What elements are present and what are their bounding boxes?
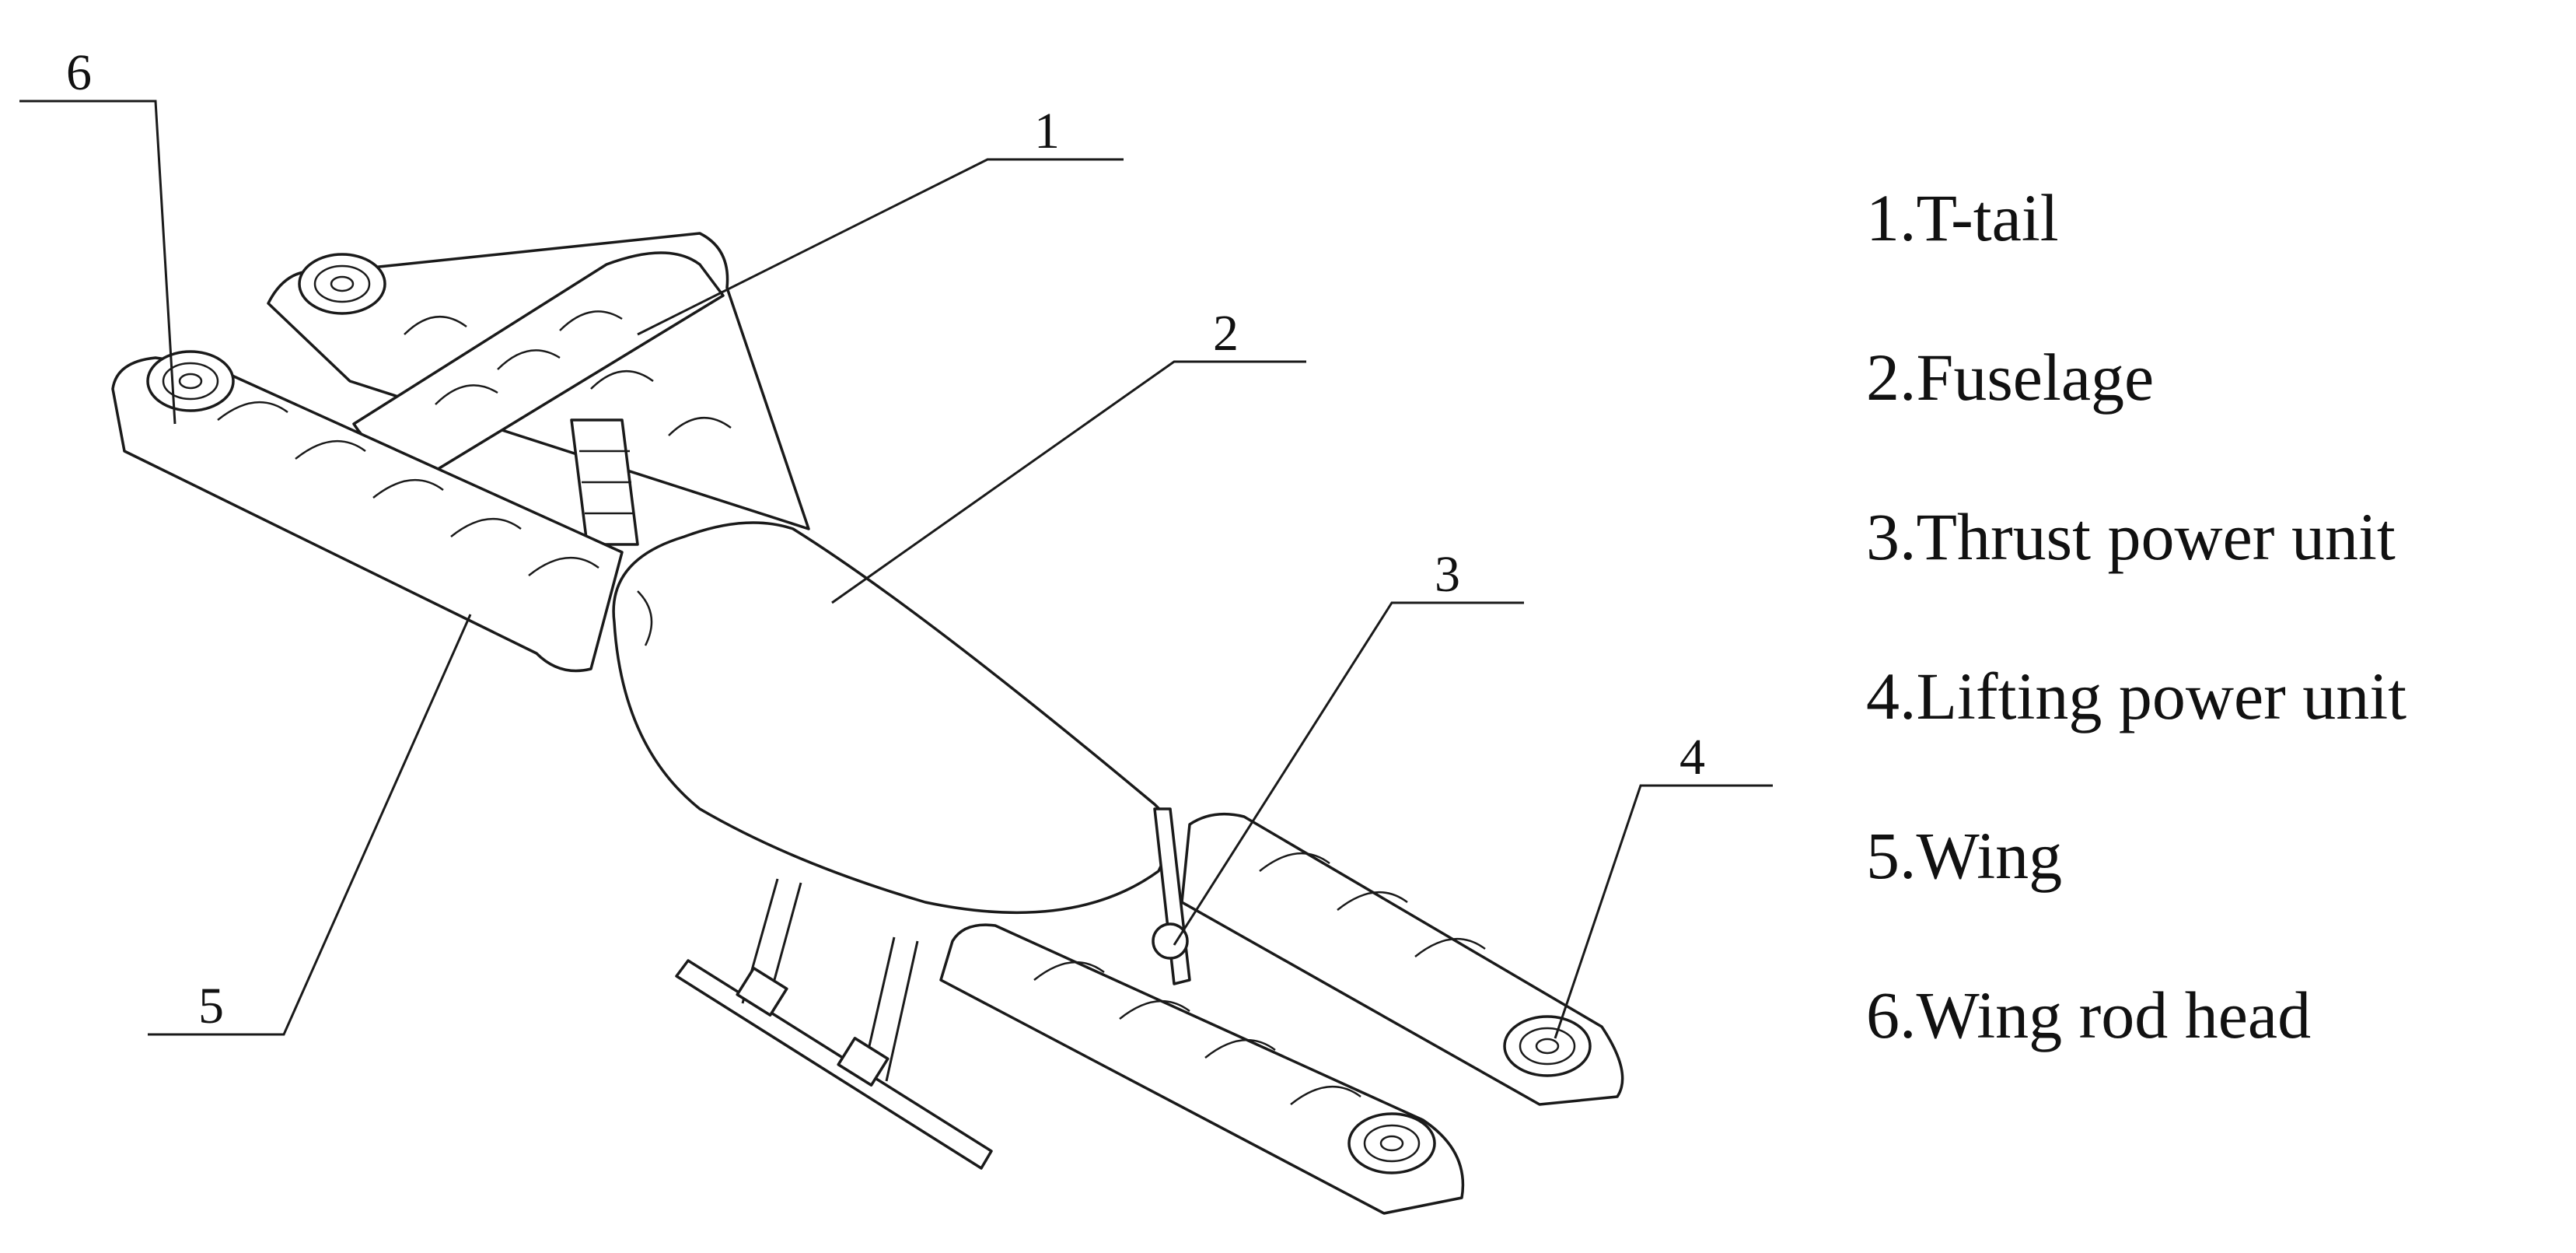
legend-item-lifting-power-unit: 4.Lifting power unit: [1866, 659, 2407, 733]
legend-item-fuselage: 2.Fuselage: [1866, 340, 2155, 415]
thrust-propeller: [1152, 807, 1191, 985]
right-front-wing: [939, 923, 1465, 1215]
rotor-front-left: [146, 350, 235, 412]
landing-gear: [675, 878, 993, 1170]
callout-number: 4: [1679, 729, 1705, 786]
callout-number: 1: [1034, 103, 1060, 159]
callout-number: 5: [198, 978, 224, 1034]
callout-number: 3: [1435, 546, 1460, 603]
callout-3: 3: [1173, 546, 1524, 946]
callout-1: 1: [637, 103, 1124, 336]
legend: 1.T-tail 2.Fuselage 3.Thrust power unit …: [1866, 179, 2406, 1136]
left-wing: [111, 356, 624, 673]
callout-4: 4: [1554, 729, 1773, 1039]
fuselage: [612, 521, 1170, 915]
callout-number: 2: [1213, 305, 1239, 362]
rotor-front-right: [1347, 1112, 1436, 1174]
callout-5: 5: [148, 614, 472, 1036]
rotor-rear-left: [298, 253, 386, 315]
callout-2: 2: [831, 305, 1306, 604]
rotor-rear-right: [1503, 1015, 1592, 1077]
legend-item-t-tail: 1.T-tail: [1866, 180, 2059, 255]
t-tail: [352, 251, 725, 546]
legend-item-wing-rod-head: 6.Wing rod head: [1866, 978, 2312, 1052]
callout-number: 6: [66, 44, 92, 101]
callout-6: 6: [19, 44, 177, 425]
legend-item-thrust-power-unit: 3.Thrust power unit: [1866, 499, 2396, 574]
legend-item-wing: 5.Wing: [1866, 818, 2063, 893]
